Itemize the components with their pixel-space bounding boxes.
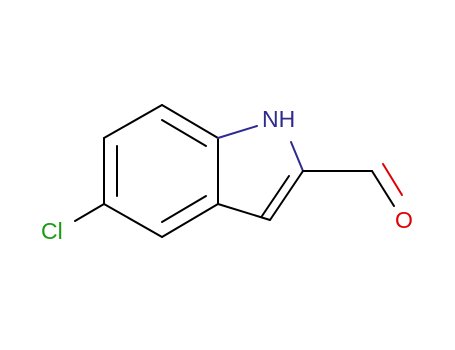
bond-c2-c3-inner — [261, 175, 290, 217]
bond-c3a-c4-inner — [161, 195, 207, 223]
bond-cho-o-double — [382, 163, 403, 196]
bond-c2-c3 — [269, 170, 304, 221]
nh-atom-label: NH — [262, 106, 295, 132]
o-atom-label: O — [395, 207, 413, 233]
bond-c6-c7 — [103, 104, 163, 139]
bond-n1-c2 — [290, 141, 304, 172]
bond-c4-c5 — [103, 203, 163, 238]
bond-cho-o — [371, 170, 395, 207]
bond-c7-c7a-inner — [161, 119, 207, 147]
bond-c5-cl — [74, 203, 105, 222]
cl-atom-label: Cl — [41, 218, 63, 244]
bond-c7-c7a — [161, 104, 219, 139]
bond-c7a-n1 — [217, 125, 258, 139]
bond-c3a-c4 — [161, 203, 219, 238]
bond-c3-c3a — [217, 203, 271, 221]
